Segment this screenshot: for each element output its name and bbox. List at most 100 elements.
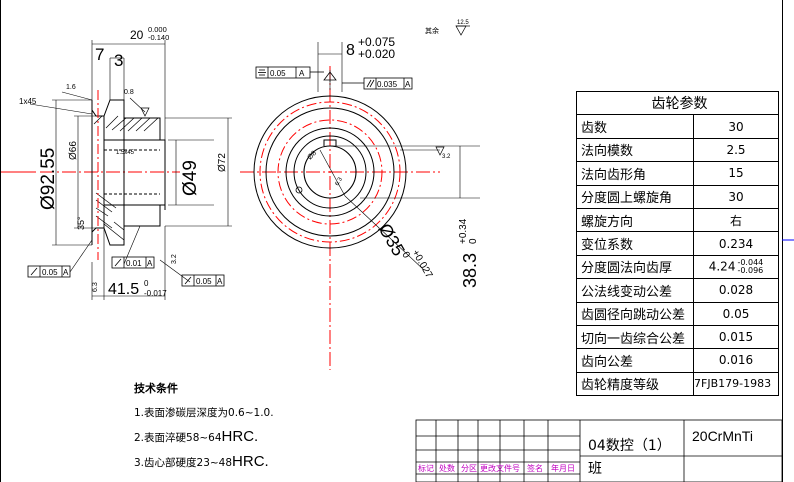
hatch-top bbox=[93, 115, 159, 132]
dim-38.3-upper: +0.34 bbox=[458, 218, 469, 244]
param-value: 0.015 bbox=[693, 324, 779, 350]
rev-header-mark: 标记 bbox=[418, 464, 434, 473]
surface-note-label: 其余 bbox=[425, 26, 439, 35]
material: 20CrMnTi bbox=[692, 428, 753, 444]
dim-len-upper: 0 bbox=[144, 279, 149, 288]
gdt-runout-bottom-datum: A bbox=[217, 277, 223, 286]
dim-dia-35-upper: +0.027 bbox=[409, 248, 434, 281]
param-value: 右 bbox=[693, 207, 779, 233]
title-block-grid bbox=[415, 419, 783, 482]
dim-top-width-lower: -0.140 bbox=[148, 33, 169, 42]
param-label: 螺旋方向 bbox=[576, 207, 694, 233]
key-note: 1.5x45 bbox=[116, 150, 135, 156]
gdt-flat-left bbox=[111, 256, 155, 269]
class-suffix: 班 bbox=[588, 461, 602, 477]
dim-dia-35-lower: 0 bbox=[399, 250, 412, 261]
gdt-parallel-tol: 0.035 bbox=[377, 80, 398, 89]
param-tolerance: -0.044-0.096 bbox=[737, 258, 764, 275]
gdt-flat-datum: A bbox=[147, 259, 153, 268]
rev-header-count: 处数 bbox=[439, 464, 455, 473]
dim-8-upper: +0.075 bbox=[358, 35, 395, 49]
ra-right: 3.2 bbox=[442, 154, 451, 160]
tech-item-1: 1.表面渗碳层深度为0.6~1.0. bbox=[134, 407, 274, 419]
surface-note-value: 12.5 bbox=[457, 20, 469, 26]
dim-8-lower: +0.020 bbox=[358, 47, 395, 61]
ra-0.8: 0.8 bbox=[124, 89, 134, 96]
param-label: 法向模数 bbox=[576, 137, 694, 163]
dim-top-width: 20 bbox=[130, 28, 144, 42]
gdt-parallel-datum: A bbox=[405, 80, 411, 89]
param-value: 0.234 bbox=[693, 231, 779, 256]
left-view-dimensions: 20 0.000 -0.140 7 3 1x45 1.6 0.8 Ø66 Ø92… bbox=[19, 25, 228, 298]
right-front-view bbox=[240, 42, 480, 370]
rev-header-sign: 签名 bbox=[527, 464, 543, 473]
params-title: 齿轮参数 bbox=[576, 90, 779, 116]
dim-dia-9255: Ø92.55 bbox=[38, 148, 59, 210]
param-label: 变位系数 bbox=[576, 231, 694, 256]
gdt-symmetry-datum: A bbox=[299, 69, 305, 78]
param-label: 分度圆上螺旋角 bbox=[576, 184, 694, 209]
param-value: 30 bbox=[693, 184, 779, 209]
param-tol-lower: -0.096 bbox=[737, 265, 764, 275]
dim-dia-72: Ø72 bbox=[217, 153, 228, 172]
tech-title: 技术条件 bbox=[134, 382, 178, 395]
param-label: 切向一齿综合公差 bbox=[576, 324, 694, 350]
dim-seven: 7 bbox=[95, 45, 104, 64]
outer-circle bbox=[253, 95, 407, 249]
dim-38.3: 38.3 bbox=[460, 253, 480, 288]
gdt-runout-left-datum: A bbox=[63, 268, 69, 277]
param-label: 公法线变动公差 bbox=[576, 278, 694, 303]
hub-circle bbox=[277, 119, 383, 225]
param-value: 7FJB179-1983 bbox=[693, 371, 779, 397]
dim-8: 8 bbox=[346, 42, 355, 59]
param-label: 齿向公差 bbox=[576, 348, 694, 373]
gdt-symmetry-tol: 0.05 bbox=[270, 69, 286, 78]
param-value: 0.05 bbox=[693, 301, 779, 326]
rev-header-doc: 更改文件号 bbox=[480, 464, 520, 473]
dim-len-lower: -0.017 bbox=[144, 289, 167, 298]
param-label: 齿圆径向跳动公差 bbox=[576, 301, 694, 326]
small-hole-label: Ø8 bbox=[306, 150, 318, 162]
param-value: 0.028 bbox=[693, 278, 779, 303]
param-value: 2.5 bbox=[693, 137, 779, 163]
param-label: 齿轮精度等级 bbox=[576, 371, 694, 397]
param-value: 15 bbox=[693, 161, 779, 186]
dim-dia-49: Ø49 bbox=[180, 160, 201, 196]
root-circle bbox=[265, 107, 395, 237]
pitch-circle bbox=[259, 101, 401, 243]
class-name: 04数控（1） bbox=[588, 438, 671, 454]
gdt-flat-tol: 0.01 bbox=[126, 259, 142, 268]
gdt-runout-left-tol: 0.05 bbox=[42, 268, 58, 277]
tech-requirements: 技术条件 1.表面渗碳层深度为0.6~1.0. 2.表面淬硬58~64HRC. … bbox=[134, 377, 274, 475]
ra-1.6: 1.6 bbox=[66, 84, 76, 91]
gdt-runout-left bbox=[27, 265, 71, 278]
dim-chamfer: 1x45 bbox=[19, 97, 37, 106]
param-label: 法向齿形角 bbox=[576, 161, 694, 186]
ra-bore: 6.3 bbox=[335, 176, 345, 187]
dim-top-width-upper: 0.000 bbox=[148, 25, 167, 34]
param-value: 4.24-0.044-0.096 bbox=[693, 254, 779, 280]
gear-outline-bottom bbox=[91, 204, 165, 246]
surface-finish-note: 其余 12.5 bbox=[425, 20, 470, 36]
param-value: 30 bbox=[693, 114, 779, 139]
tech-item-2: 2.表面淬硬58~64HRC. bbox=[134, 428, 259, 445]
gdt-runout-bottom-tol: 0.05 bbox=[196, 277, 212, 286]
param-value: 0.016 bbox=[693, 348, 779, 373]
dim-len-41.5: 41.5 bbox=[108, 281, 139, 298]
params-row: 螺旋方向右 bbox=[576, 207, 779, 233]
ra-3.2: 3.2 bbox=[171, 254, 178, 264]
dim-dia-66: Ø66 bbox=[68, 141, 79, 160]
dim-three: 3 bbox=[114, 51, 123, 70]
